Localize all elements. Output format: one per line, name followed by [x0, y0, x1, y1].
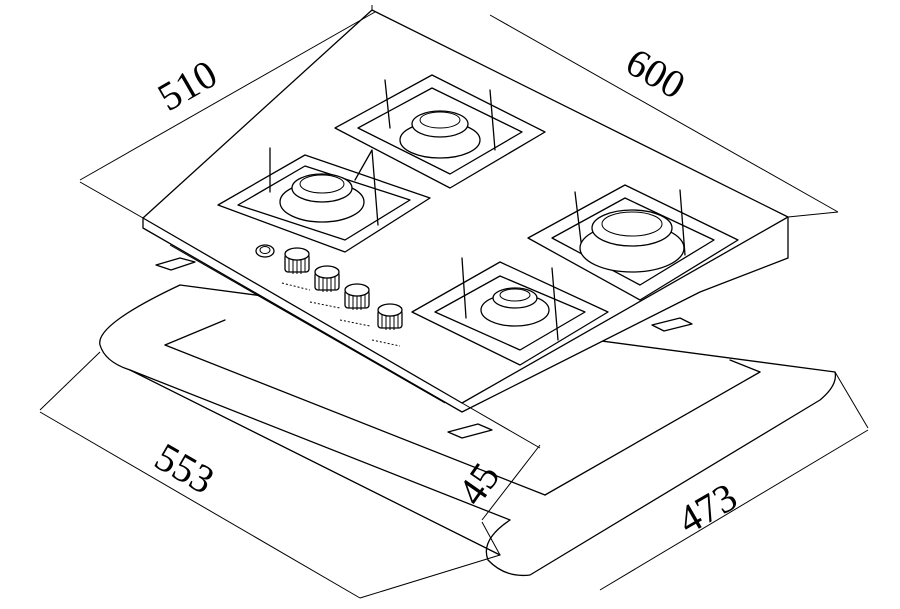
dimension-45-label: 45	[449, 455, 509, 514]
knob-3	[339, 283, 371, 327]
burner-4	[411, 257, 609, 366]
burner-3	[527, 184, 739, 301]
cutout-outline	[99, 284, 837, 577]
burner-1	[217, 147, 431, 253]
ignition-button	[255, 244, 275, 258]
knob-1	[281, 247, 311, 291]
clamp-front	[447, 423, 493, 439]
dimension-cutout-width: 473	[599, 371, 869, 591]
dimension-depth: 45	[449, 402, 541, 556]
dimension-553-label: 553	[148, 434, 222, 503]
clamp-right	[651, 317, 693, 332]
dimension-510-label: 510	[150, 51, 224, 120]
knob-2	[309, 265, 341, 309]
burner-2	[334, 74, 546, 189]
dimension-600-label: 600	[619, 39, 693, 108]
knob-4	[371, 303, 403, 347]
clamp-left	[155, 257, 196, 271]
